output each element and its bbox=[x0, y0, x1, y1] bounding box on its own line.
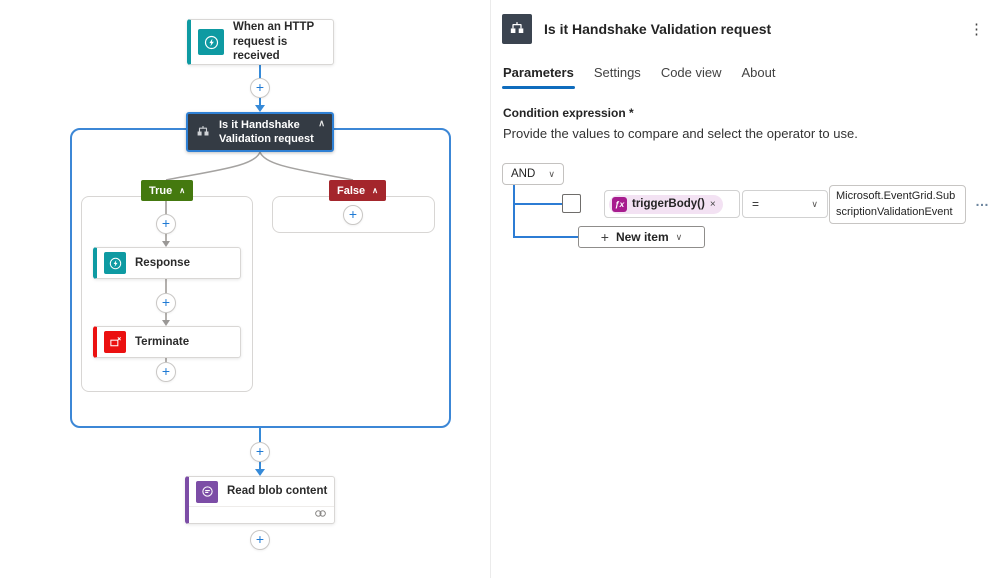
expression-token-label: triggerBody() bbox=[632, 198, 705, 210]
read-blob-node[interactable]: Read blob content bbox=[185, 476, 335, 524]
trigger-node[interactable]: When an HTTP request is received bbox=[187, 19, 334, 65]
add-action-button[interactable]: + bbox=[343, 205, 363, 225]
more-options-icon[interactable]: ⋮ bbox=[969, 21, 984, 38]
connector-line bbox=[165, 313, 167, 320]
connector-line bbox=[165, 358, 167, 362]
tab-code-view[interactable]: Code view bbox=[660, 65, 722, 80]
tree-line bbox=[513, 236, 578, 238]
condition-icon bbox=[194, 123, 212, 141]
true-branch-label: True bbox=[149, 184, 173, 197]
chevron-down-icon: ∨ bbox=[811, 198, 818, 209]
connector-line bbox=[259, 428, 261, 442]
new-item-label: New item bbox=[615, 230, 669, 244]
response-node-label: Response bbox=[135, 256, 190, 269]
operator-dropdown[interactable]: = ∨ bbox=[742, 190, 828, 218]
add-action-button[interactable]: + bbox=[250, 78, 270, 98]
details-panel: Is it Handshake Validation request ⋮ Par… bbox=[490, 0, 999, 578]
add-action-button[interactable]: + bbox=[156, 293, 176, 313]
terminate-node-label: Terminate bbox=[135, 335, 190, 348]
connection-icon bbox=[314, 509, 327, 521]
add-action-button[interactable]: + bbox=[250, 530, 270, 550]
connector-arrow bbox=[162, 241, 170, 247]
connector-arrow bbox=[255, 105, 265, 112]
collapse-chevron-icon[interactable]: ∧ bbox=[179, 186, 186, 195]
collapse-chevron-icon[interactable]: ∧ bbox=[372, 186, 378, 195]
tab-settings[interactable]: Settings bbox=[593, 65, 641, 80]
false-branch-label: False bbox=[337, 184, 366, 197]
remove-token-icon[interactable]: × bbox=[709, 198, 716, 210]
false-branch-badge[interactable]: False ∧ bbox=[329, 180, 386, 201]
fx-icon: ƒx bbox=[612, 196, 627, 212]
connector-line bbox=[165, 201, 167, 214]
field-label: Condition expression * bbox=[503, 106, 987, 120]
condition-node[interactable]: Is it Handshake Validation request ∧ bbox=[186, 112, 334, 152]
tab-about[interactable]: About bbox=[741, 65, 776, 80]
add-action-button[interactable]: + bbox=[156, 214, 176, 234]
connector-line bbox=[259, 65, 261, 78]
field-description: Provide the values to compare and select… bbox=[503, 126, 858, 141]
panel-tabs: Parameters Settings Code view About bbox=[491, 44, 999, 89]
workflow-canvas: When an HTTP request is received + Is it… bbox=[0, 0, 490, 578]
chevron-down-icon: ∨ bbox=[675, 231, 683, 242]
tree-line bbox=[513, 185, 515, 238]
panel-title: Is it Handshake Validation request bbox=[544, 21, 772, 37]
read-blob-node-label: Read blob content bbox=[227, 485, 328, 498]
panel-header: Is it Handshake Validation request ⋮ bbox=[491, 0, 999, 44]
field-label-text: Condition expression bbox=[503, 106, 626, 120]
right-operand-input[interactable]: Microsoft.EventGrid.SubscriptionValidati… bbox=[829, 185, 966, 224]
blob-storage-icon bbox=[196, 480, 218, 503]
collapse-chevron-icon[interactable]: ∧ bbox=[318, 118, 325, 128]
parameters-section: Condition expression * Provide the value… bbox=[491, 89, 999, 141]
connector-line bbox=[259, 98, 261, 106]
new-item-button[interactable]: + New item ∨ bbox=[578, 226, 705, 248]
connector-line bbox=[259, 462, 261, 469]
connector-line bbox=[165, 279, 167, 293]
connector-arrow bbox=[162, 320, 170, 326]
add-action-button[interactable]: + bbox=[250, 442, 270, 462]
group-operator-value: AND bbox=[511, 168, 536, 180]
group-operator-dropdown[interactable]: AND ∨ bbox=[502, 163, 564, 185]
operator-value: = bbox=[752, 197, 760, 211]
connector-arrow bbox=[255, 469, 265, 476]
tab-parameters[interactable]: Parameters bbox=[502, 65, 575, 89]
terminate-node[interactable]: Terminate bbox=[93, 326, 241, 358]
connector-line bbox=[165, 234, 167, 241]
response-node[interactable]: Response bbox=[93, 247, 241, 279]
branch-connector-curves bbox=[165, 152, 354, 181]
response-icon bbox=[104, 252, 126, 274]
http-request-icon bbox=[198, 29, 224, 55]
add-action-button[interactable]: + bbox=[156, 362, 176, 382]
terminate-icon bbox=[104, 331, 126, 353]
expression-token[interactable]: ƒx triggerBody() × bbox=[609, 194, 723, 214]
trigger-node-label: When an HTTP request is received bbox=[233, 20, 314, 63]
condition-node-label: Is it Handshake Validation request bbox=[219, 118, 314, 145]
true-branch-badge[interactable]: True ∧ bbox=[141, 180, 194, 201]
row-more-options-icon[interactable]: … bbox=[975, 193, 990, 209]
row-checkbox[interactable] bbox=[562, 194, 581, 213]
left-operand-input[interactable]: ƒx triggerBody() × bbox=[604, 190, 740, 218]
chevron-down-icon: ∨ bbox=[548, 168, 555, 179]
tree-line bbox=[513, 203, 562, 205]
plus-icon: + bbox=[600, 229, 609, 245]
condition-icon bbox=[502, 14, 532, 44]
required-mark: * bbox=[629, 106, 634, 120]
